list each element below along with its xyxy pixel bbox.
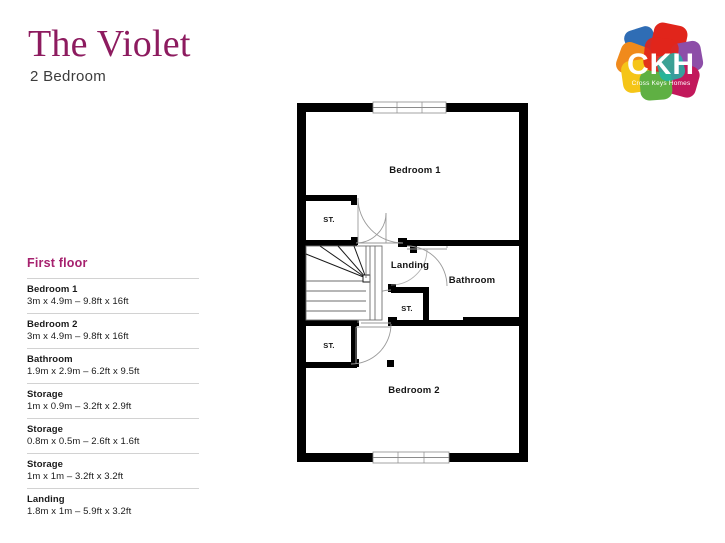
room-dimensions: 1.9m x 2.9m – 6.2ft x 9.5ft <box>27 366 140 377</box>
window-bedroom2 <box>372 451 450 464</box>
room-label-landing: Landing <box>391 260 429 271</box>
room-label-storage-lower: ST. <box>323 341 334 350</box>
schedule-row: Storage 1m x 0.9m – 3.2ft x 2.9ft <box>27 383 199 418</box>
room-dimensions: 0.8m x 0.5m – 2.6ft x 1.6ft <box>27 436 140 447</box>
room-dimensions: 3m x 4.9m – 9.8ft x 16ft <box>27 331 129 342</box>
logo-initials: CKH <box>627 48 695 81</box>
page-subtitle: 2 Bedroom <box>30 68 107 85</box>
schedule-row: Landing 1.8m x 1m – 5.9ft x 3.2ft <box>27 488 199 523</box>
room-name: Bathroom <box>27 354 73 365</box>
schedule-row: Bathroom 1.9m x 2.9m – 6.2ft x 9.5ft <box>27 348 199 383</box>
room-dimensions: 1m x 0.9m – 3.2ft x 2.9ft <box>27 401 132 412</box>
staircase <box>305 245 383 321</box>
ckh-logo: CKH Cross Keys Homes <box>614 20 708 102</box>
schedule-row: Bedroom 2 3m x 4.9m – 9.8ft x 16ft <box>27 313 199 348</box>
room-name: Bedroom 1 <box>27 284 78 295</box>
floorplan-drawing: Bedroom 1 ST. Landing Bathroom ST. ST. B… <box>290 96 535 472</box>
room-name: Bedroom 2 <box>27 319 78 330</box>
window-bedroom1 <box>372 101 447 114</box>
ckh-petals-icon <box>616 22 704 101</box>
schedule-row: Storage 1m x 1m – 3.2ft x 3.2ft <box>27 453 199 488</box>
door-jambs <box>351 237 417 367</box>
room-name: Storage <box>27 459 64 470</box>
room-dimensions: 1m x 1m – 3.2ft x 3.2ft <box>27 471 124 482</box>
room-schedule: First floor Bedroom 1 3m x 4.9m – 9.8ft … <box>27 256 199 523</box>
room-dimensions: 3m x 4.9m – 9.8ft x 16ft <box>27 296 129 307</box>
schedule-heading: First floor <box>27 256 88 270</box>
interior-walls <box>306 195 519 368</box>
room-label-storage-upper: ST. <box>323 215 334 224</box>
page-title: The Violet <box>28 23 191 65</box>
schedule-row: Bedroom 1 3m x 4.9m – 9.8ft x 16ft <box>27 278 199 313</box>
room-dimensions: 1.8m x 1m – 5.9ft x 3.2ft <box>27 506 132 517</box>
room-label-bathroom: Bathroom <box>449 275 495 286</box>
logo-wordmark: Cross Keys Homes <box>632 80 691 87</box>
room-label-storage-mid: ST. <box>401 304 412 313</box>
room-name: Storage <box>27 389 64 400</box>
room-label-bedroom2: Bedroom 2 <box>388 385 439 396</box>
exterior-walls <box>297 103 528 462</box>
room-name: Landing <box>27 494 65 505</box>
room-name: Storage <box>27 424 64 435</box>
schedule-row: Storage 0.8m x 0.5m – 2.6ft x 1.6ft <box>27 418 199 453</box>
room-label-bedroom1: Bedroom 1 <box>389 165 441 176</box>
